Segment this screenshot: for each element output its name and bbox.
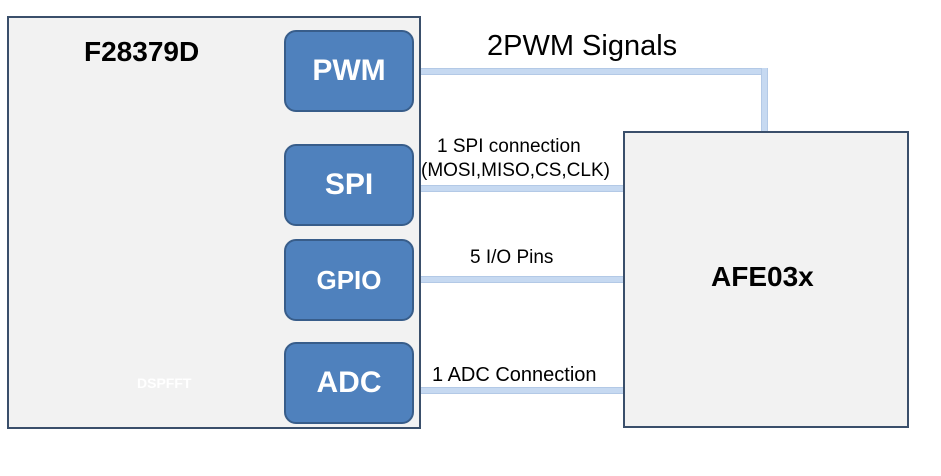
- afe-block: AFE03x: [623, 131, 909, 428]
- adc-port: ADC: [284, 342, 414, 424]
- afe-title: AFE03x: [711, 261, 814, 292]
- adc-connection-wire: [421, 387, 623, 394]
- spi-signals-label: (MOSI,MISO,CS,CLK): [421, 160, 610, 181]
- spi-port: SPI: [284, 144, 414, 226]
- gpio-connection-wire: [421, 276, 623, 283]
- gpio-connection-label: 5 I/O Pins: [470, 247, 554, 268]
- watermark-text: DSPFFT: [137, 375, 192, 391]
- pwm-connection-wire-vertical: [761, 68, 768, 131]
- pwm-connection-label: 2PWM Signals: [487, 30, 678, 62]
- pwm-connection-wire: [421, 68, 768, 75]
- spi-connection-wire: [421, 185, 623, 192]
- pwm-port: PWM: [284, 30, 414, 112]
- mcu-title: F28379D: [84, 36, 200, 67]
- spi-connection-label: 1 SPI connection: [437, 136, 581, 157]
- gpio-port: GPIO: [284, 239, 414, 321]
- adc-connection-label: 1 ADC Connection: [432, 364, 597, 386]
